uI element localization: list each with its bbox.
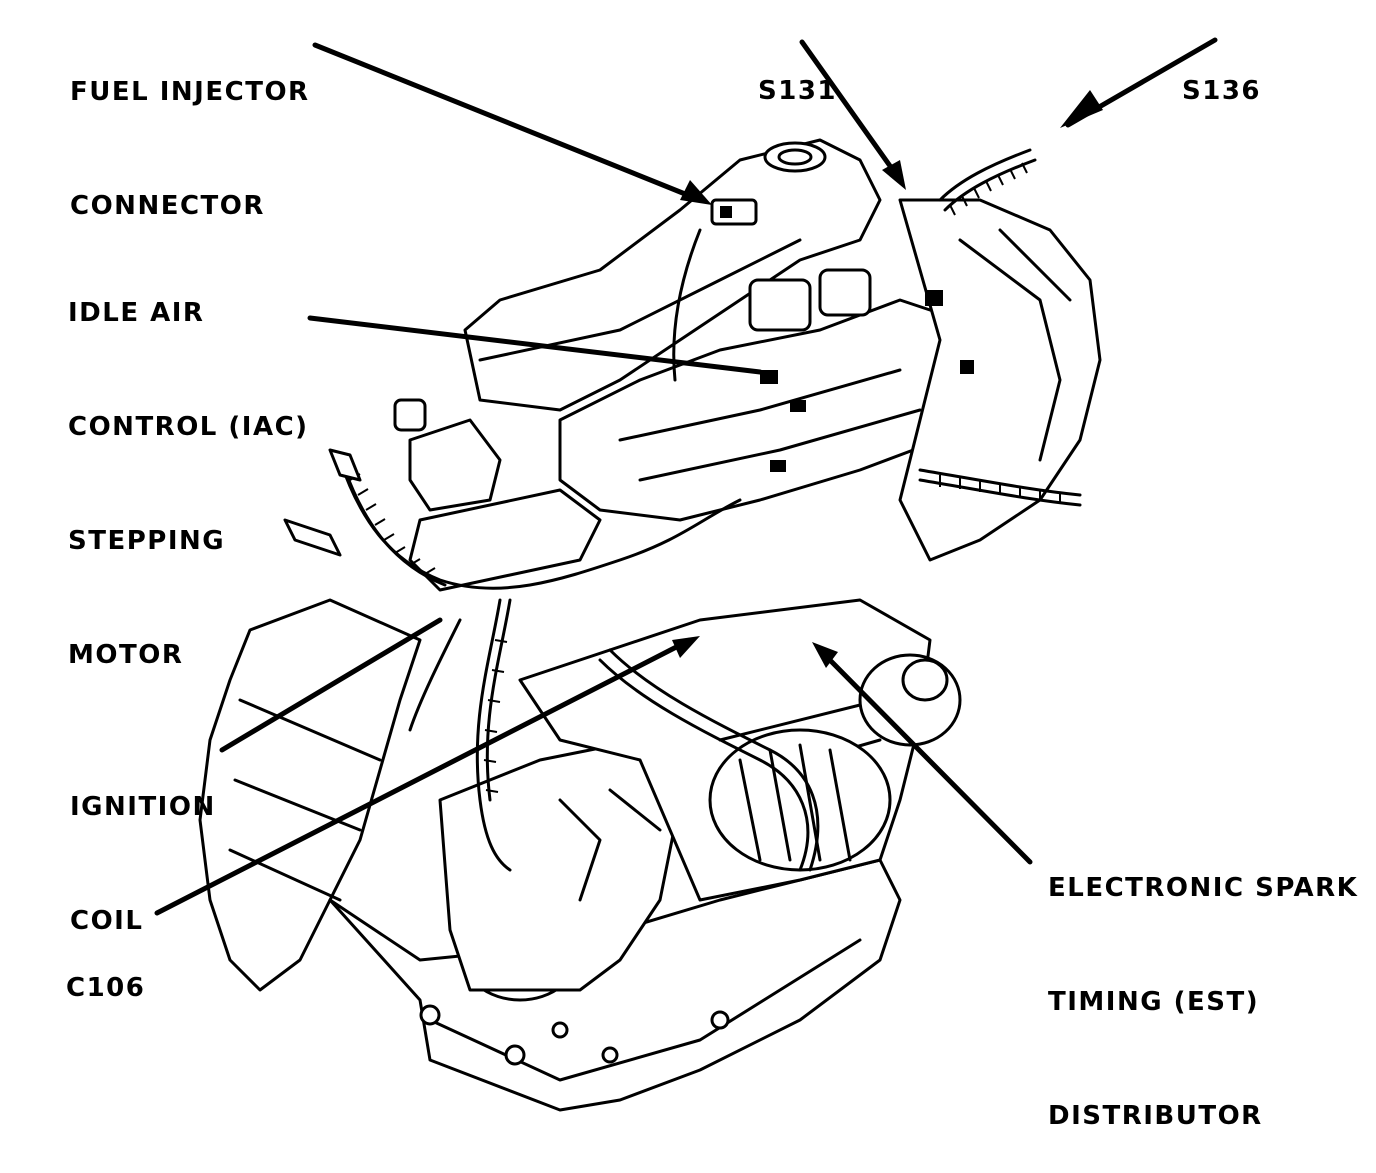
label-s136: S136 [1182, 0, 1261, 148]
label-fuel-injector-line2: CONNECTOR [70, 191, 265, 221]
label-ignition-line2: COIL [70, 906, 144, 936]
label-est-line3: DISTRIBUTOR [1048, 1101, 1263, 1131]
s136-arrowhead [1060, 90, 1103, 128]
label-est-line2: TIMING (EST) [1048, 987, 1260, 1017]
fuel-injector-arrowhead [680, 180, 712, 205]
c106-arrowhead [672, 636, 700, 658]
label-ignition-line1: IGNITION [70, 792, 216, 822]
s131-leader [799, 39, 903, 183]
label-fuel-injector-line1: FUEL INJECTOR [70, 77, 310, 107]
label-est-distributor: ELECTRONIC SPARK TIMING (EST) DISTRIBUTO… [1048, 793, 1358, 1173]
s131-arrowhead [882, 160, 906, 190]
label-s131: S131 [758, 0, 837, 148]
label-c106: C106 [66, 893, 145, 1045]
label-iac-stepping-motor: IDLE AIR CONTROL (IAC) STEPPING MOTOR [68, 218, 309, 712]
leader-lines [154, 37, 1218, 916]
engine-illustration [198, 138, 1102, 1112]
est-arrowhead [812, 642, 838, 668]
label-iac-line1: IDLE AIR [68, 298, 205, 328]
ignition-coil-leader [219, 617, 443, 753]
label-iac-line4: MOTOR [68, 640, 184, 670]
label-ignition-coil: IGNITION COIL [70, 712, 216, 978]
label-s131-text: S131 [758, 76, 837, 106]
est-leader [817, 647, 1033, 865]
iac-leader [307, 315, 763, 375]
c106-leader [154, 637, 693, 916]
label-c106-text: C106 [66, 973, 146, 1003]
label-fuel-injector-connector: FUEL INJECTOR CONNECTOR [70, 0, 310, 263]
label-iac-line2: CONTROL (IAC) [68, 412, 309, 442]
label-iac-line3: STEPPING [68, 526, 226, 556]
fuel-injector-leader [312, 42, 703, 203]
label-s136-text: S136 [1182, 76, 1261, 106]
label-est-line1: ELECTRONIC SPARK [1048, 873, 1359, 903]
